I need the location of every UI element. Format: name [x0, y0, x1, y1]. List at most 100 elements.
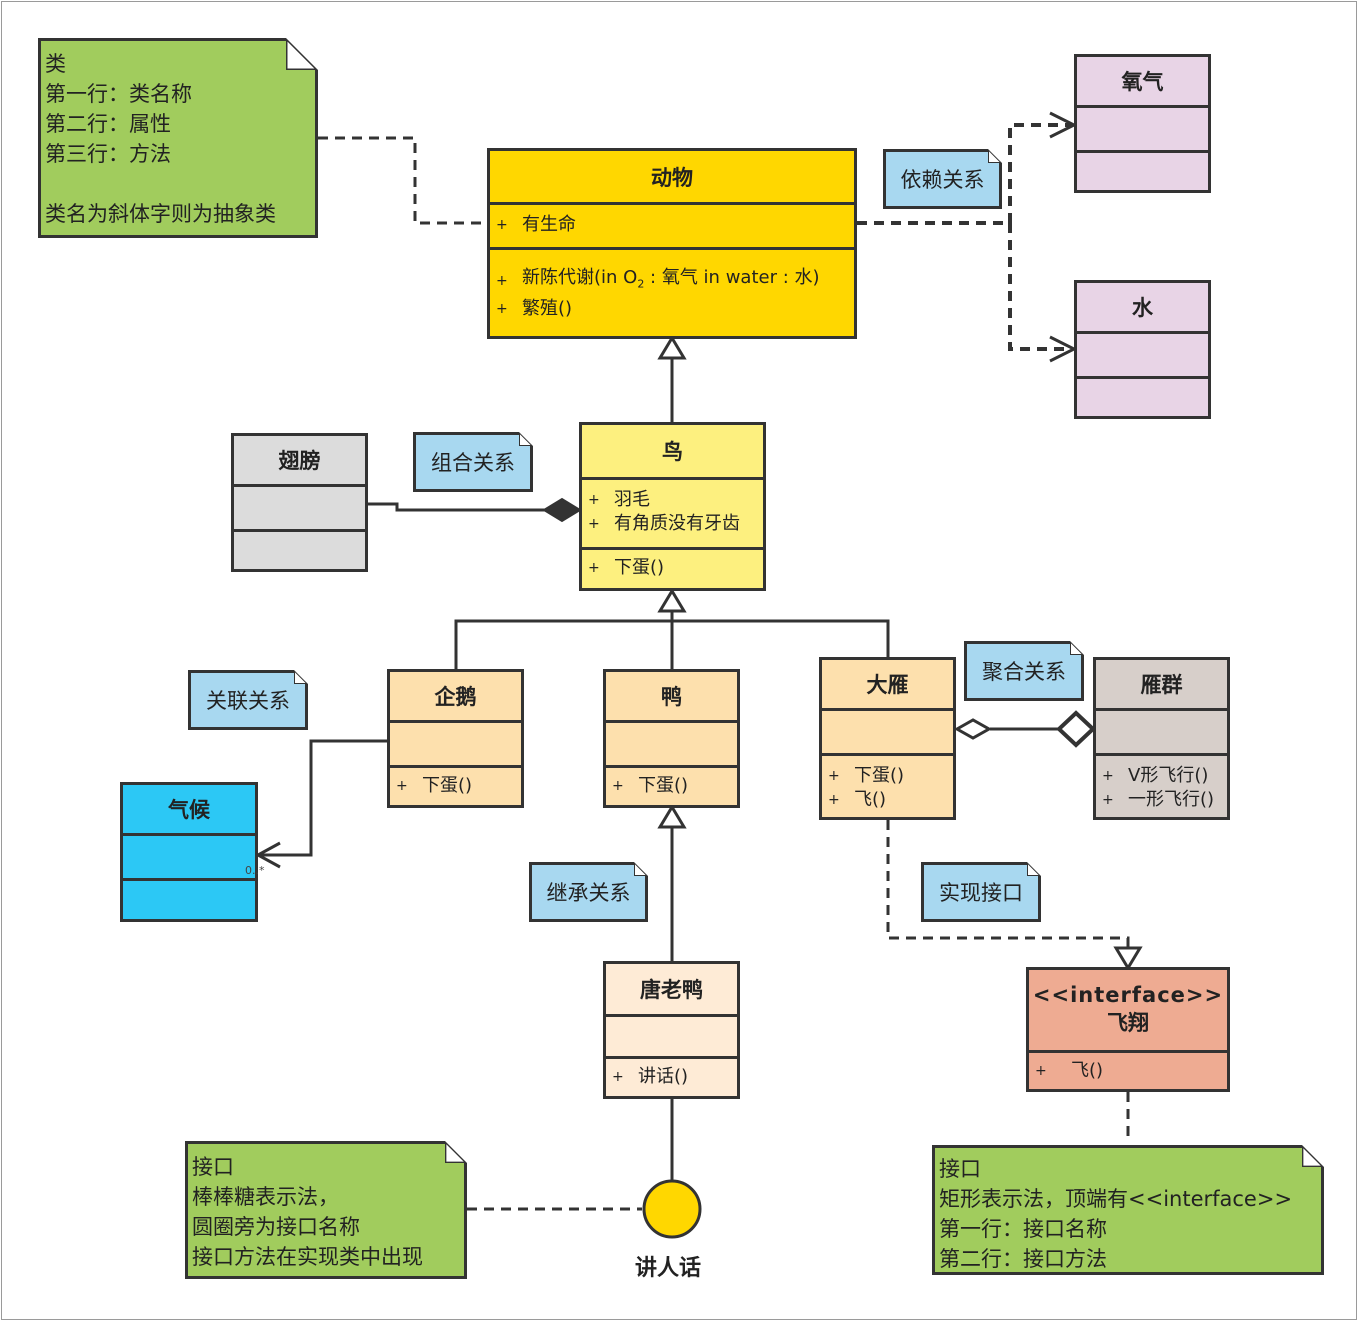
class-attributes — [123, 833, 255, 878]
attribute: 羽毛 — [614, 489, 650, 510]
association-line — [258, 739, 387, 857]
note-line: 接口方法在实现类中出现 — [192, 1245, 423, 1269]
class-title: 唐老鸭 — [640, 978, 703, 1002]
class-attributes: +有生命 — [490, 202, 854, 247]
note-dog-ear-icon — [445, 1141, 467, 1163]
note-line: 接口 — [192, 1155, 234, 1179]
note-line: 圆圈旁为接口名称 — [192, 1215, 360, 1239]
method: V形飞行() — [1128, 765, 1209, 786]
note-line: 第三行：方法 — [45, 142, 171, 166]
note-interface-notation: 接口 矩形表示法，顶端有<<interface>> 第一行：接口名称 第二行：接… — [932, 1145, 1324, 1275]
class-tang-duck[interactable]: 唐老鸭 +讲话() — [603, 961, 740, 1099]
note-dog-ear-icon — [1302, 1145, 1324, 1167]
method: 繁殖() — [522, 297, 573, 319]
attribute: 有角质没有牙齿 — [614, 513, 740, 534]
lollipop-circle — [642, 1179, 702, 1239]
note-lollipop-notation: 接口 棒棒糖表示法， 圆圈旁为接口名称 接口方法在实现类中出现 — [185, 1141, 467, 1279]
class-methods: +V形飞行() +一形飞行() — [1096, 753, 1227, 817]
class-attributes: +羽毛 +有角质没有牙齿 — [582, 477, 763, 547]
class-animal[interactable]: 动物 +有生命 +新陈代谢(in O2 : 氧气 in water : 水) +… — [487, 148, 857, 339]
class-attributes — [1096, 708, 1227, 753]
note-line: 第二行：属性 — [45, 112, 171, 136]
note-line: 棒棒糖表示法， — [192, 1185, 339, 1209]
class-methods: +下蛋() — [390, 765, 521, 805]
association-arrowhead — [254, 841, 281, 869]
note-line: 第二行：接口方法 — [939, 1247, 1107, 1271]
class-methods — [123, 878, 255, 919]
lollipop-interface-label: 讲人话 — [635, 1256, 702, 1281]
class-methods: +新陈代谢(in O2 : 氧气 in water : 水) +繁殖() — [490, 247, 854, 336]
class-attributes — [1077, 105, 1208, 150]
class-methods — [1077, 150, 1208, 190]
class-title: 水 — [1132, 296, 1153, 320]
class-methods: +讲话() — [606, 1056, 737, 1096]
class-title: 动物 — [651, 165, 693, 190]
class-methods: +下蛋() +飞() — [822, 753, 953, 817]
inheritance-arrowhead-animal — [657, 335, 687, 360]
inheritance-arrowhead-bird — [657, 588, 687, 613]
interface-stereotype: <<interface>> — [1032, 983, 1224, 1007]
aggregation-diamond-flock — [1056, 710, 1096, 748]
class-title: 企鹅 — [434, 685, 477, 709]
dependency-line-water — [1008, 223, 1072, 351]
composition-line — [368, 502, 545, 512]
class-water[interactable]: 水 — [1074, 280, 1211, 419]
tag-aggregation: 聚合关系 — [964, 641, 1084, 701]
class-title: 雁群 — [1140, 673, 1183, 697]
tag-dependency: 依赖关系 — [883, 149, 1002, 209]
class-title: 大雁 — [866, 673, 909, 697]
class-attributes — [234, 484, 365, 529]
class-climate[interactable]: 气候 — [120, 782, 258, 922]
dependency-line-oxygen — [857, 123, 1072, 225]
class-methods: +飞() — [1029, 1050, 1227, 1089]
class-methods — [234, 529, 365, 569]
class-attributes — [390, 720, 521, 765]
composition-diamond — [542, 497, 582, 523]
class-attributes — [822, 708, 953, 753]
class-title: 飞翔 — [1107, 1011, 1149, 1035]
method: 下蛋() — [422, 775, 473, 796]
class-attributes — [1077, 331, 1208, 376]
method: 下蛋() — [854, 765, 905, 786]
attribute: 有生命 — [522, 214, 576, 235]
class-goose-flock[interactable]: 雁群 +V形飞行() +一形飞行() — [1093, 657, 1230, 820]
class-interface-fly[interactable]: <<interface>> 飞翔 +飞() — [1026, 967, 1230, 1092]
note-line: 接口 — [939, 1157, 981, 1181]
note-line: 类 — [45, 52, 66, 76]
note-line: 第一行：接口名称 — [939, 1217, 1107, 1241]
note-dog-ear-icon — [286, 38, 318, 70]
class-attributes — [606, 1014, 737, 1056]
tag-composition: 组合关系 — [413, 432, 533, 492]
method: 新陈代谢(in O2 : 氧气 in water : 水) — [522, 267, 820, 291]
class-wing[interactable]: 翅膀 — [231, 433, 368, 572]
note-line: 第一行：类名称 — [45, 82, 192, 106]
class-title: 鸭 — [661, 685, 682, 709]
method: 一形飞行() — [1128, 789, 1215, 810]
class-bird[interactable]: 鸟 +羽毛 +有角质没有牙齿 +下蛋() — [579, 422, 766, 591]
tag-inheritance: 继承关系 — [529, 862, 648, 922]
tag-realization: 实现接口 — [921, 862, 1041, 922]
class-title: 鸟 — [662, 440, 683, 464]
class-penguin[interactable]: 企鹅 +下蛋() — [387, 669, 524, 808]
tag-association: 关联关系 — [188, 670, 308, 730]
interface-header: <<interface>> 飞翔 — [1029, 970, 1227, 1050]
class-oxygen[interactable]: 氧气 — [1074, 54, 1211, 193]
class-title: 翅膀 — [278, 449, 321, 473]
class-methods — [1077, 376, 1208, 416]
note-class-connector — [318, 136, 487, 225]
class-duck[interactable]: 鸭 +下蛋() — [603, 669, 740, 808]
class-methods: +下蛋() — [582, 547, 763, 588]
association-multiplicity: 0..* — [245, 864, 265, 877]
note-line: 矩形表示法，顶端有<<interface>> — [939, 1187, 1293, 1211]
method: 讲话() — [638, 1066, 689, 1087]
method: 飞() — [1071, 1060, 1104, 1081]
realization-line — [886, 820, 1130, 948]
note-line: 类名为斜体字则为抽象类 — [45, 202, 276, 226]
inheritance-arrowhead-duck — [657, 804, 687, 829]
method: 飞() — [854, 789, 887, 810]
class-goose[interactable]: 大雁 +下蛋() +飞() — [819, 657, 956, 820]
method: 下蛋() — [638, 775, 689, 796]
note-class-notation: 类 第一行：类名称 第二行：属性 第三行：方法 类名为斜体字则为抽象类 — [38, 38, 318, 238]
